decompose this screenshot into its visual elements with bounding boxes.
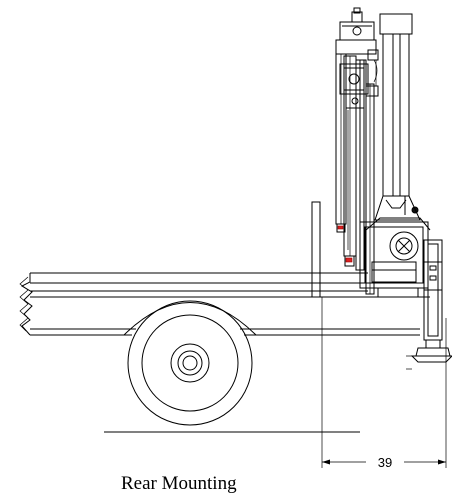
- drawing-caption: Rear Mounting: [121, 473, 237, 494]
- outrigger-leg: [406, 239, 452, 370]
- trailer-frame: [19, 201, 430, 336]
- dimension-39: 39: [321, 297, 447, 470]
- cylinder-assembly: [335, 7, 379, 295]
- main-boom: [374, 13, 421, 221]
- dimension-label: 39: [378, 455, 392, 470]
- wheel: [104, 300, 360, 433]
